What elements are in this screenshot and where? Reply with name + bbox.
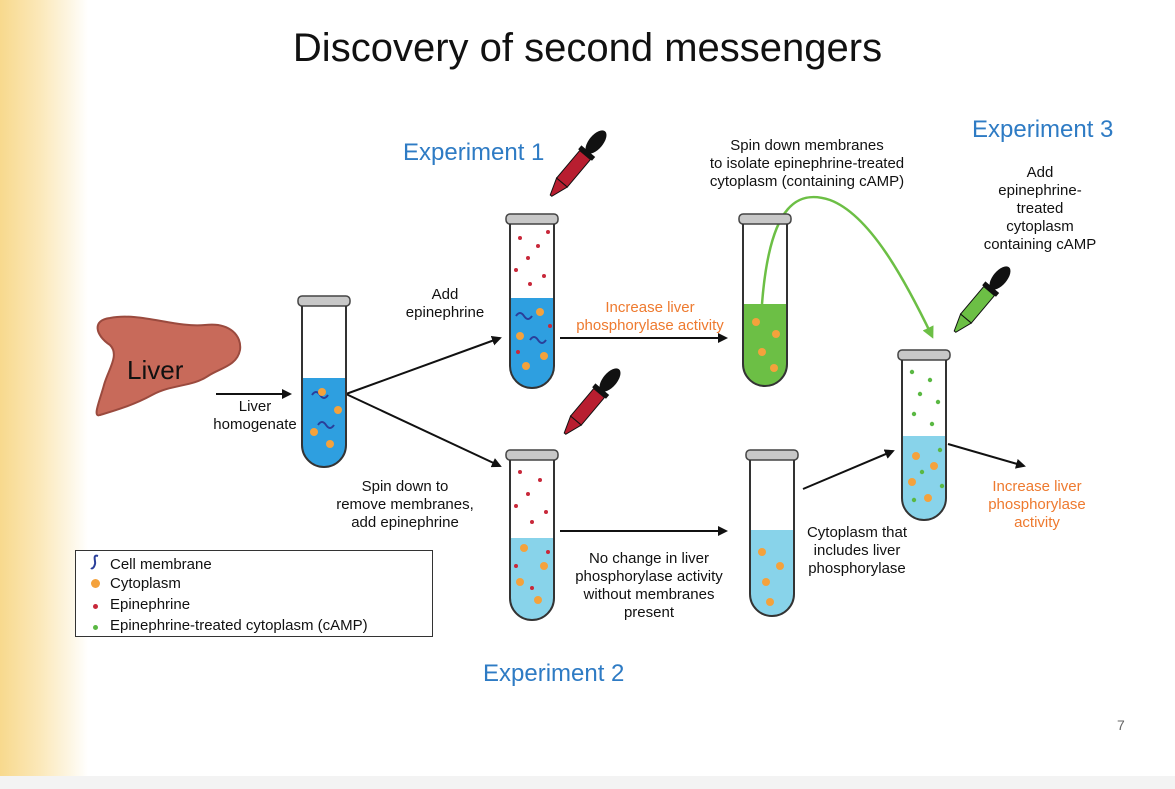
dropper-red-exp2-icon (563, 368, 621, 435)
dropper-green-exp3-icon (953, 266, 1011, 333)
test-tube-homogenate (297, 295, 351, 468)
legend-item-cell-membrane: Cell membrane (86, 554, 212, 574)
test-tube-cytoplasm (745, 449, 799, 617)
test-tube-exp2 (505, 449, 559, 621)
slide-footer-bar (0, 776, 1175, 789)
test-tube-exp1 (505, 213, 559, 389)
legend-box: Cell membrane Cytoplasm Epinephrine Epin… (75, 550, 433, 637)
legend-item-cytoplasm: Cytoplasm (86, 575, 181, 592)
cytoplasm-dot-icon (90, 579, 100, 588)
experiment-2-heading: Experiment 2 (483, 660, 625, 687)
legend-item-camp: Epinephrine-treated cytoplasm (cAMP) (86, 617, 368, 634)
test-tube-green (738, 213, 792, 387)
epinephrine-dot-icon (92, 604, 98, 609)
liver-label: Liver (127, 355, 184, 385)
legend-item-epinephrine: Epinephrine (86, 596, 190, 613)
page-number: 7 (1117, 717, 1125, 733)
slide-title: Discovery of second messengers (292, 26, 883, 70)
arrows (216, 333, 1026, 536)
liver-icon (95, 315, 242, 417)
slide-sidebar-gradient (0, 0, 88, 776)
green-transfer-arrow (760, 195, 934, 339)
cell-membrane-icon (86, 554, 104, 574)
experiment-3-heading: Experiment 3 (972, 116, 1114, 143)
test-tube-exp3 (897, 349, 951, 521)
camp-dot-icon (92, 625, 98, 630)
experiment-1-heading: Experiment 1 (403, 139, 545, 166)
dropper-red-exp1-icon (549, 130, 607, 197)
